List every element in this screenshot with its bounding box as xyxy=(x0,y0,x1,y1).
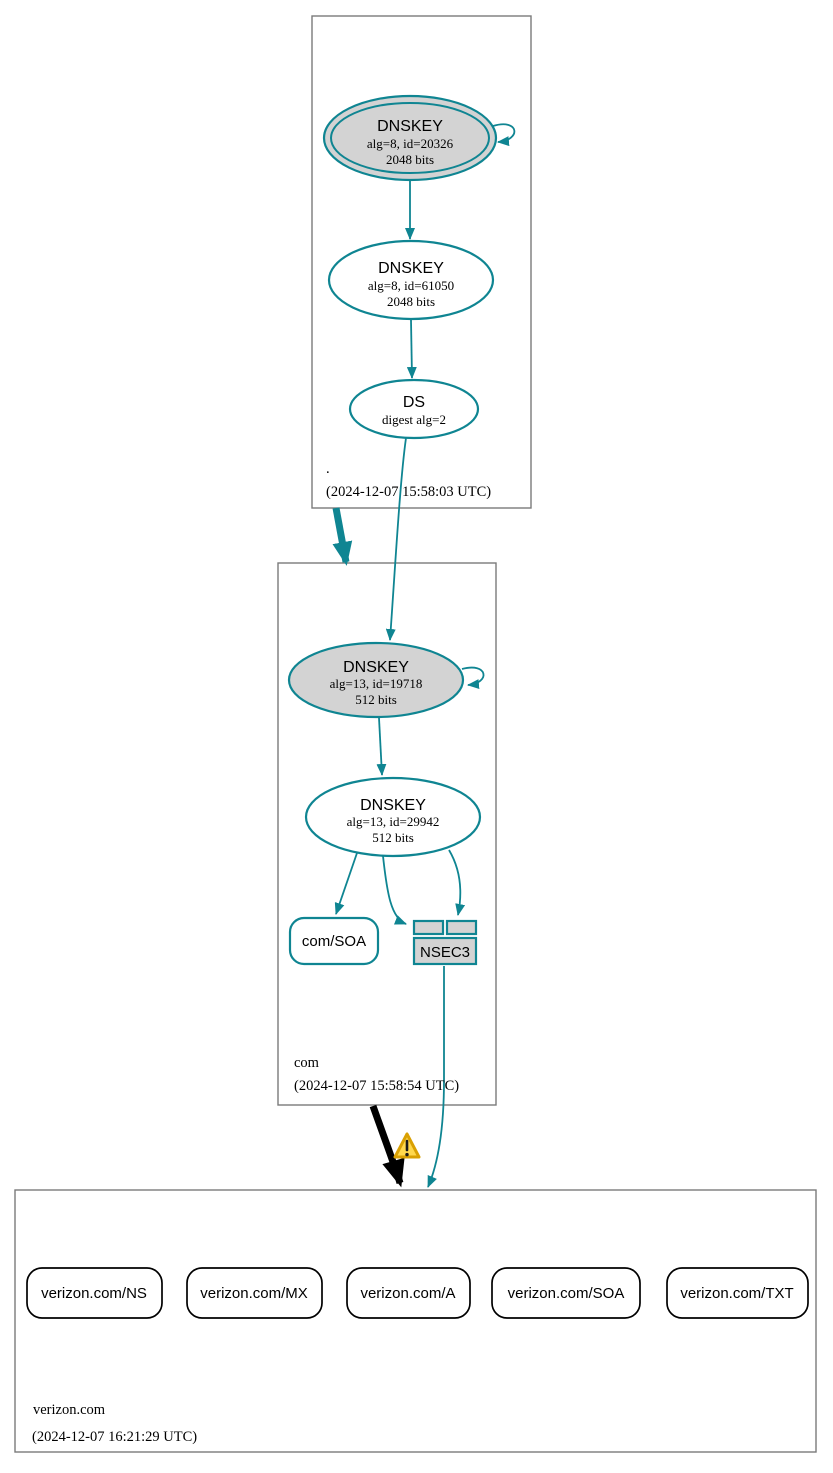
com-zone-label: com xyxy=(294,1055,320,1071)
node-root-dnskey-zsk[interactable]: DNSKEY alg=8, id=61050 2048 bits xyxy=(327,239,495,321)
node-root-dnskey-ksk[interactable]: DNSKEY alg=8, id=20326 2048 bits xyxy=(322,94,498,182)
node-com-nsec3[interactable]: NSEC3 xyxy=(412,919,478,966)
node-verizon-soa[interactable]: verizon.com/SOA xyxy=(491,1267,641,1319)
root-ksk-detail: alg=8, id=20326 xyxy=(367,136,454,151)
com-zsk-type: DNSKEY xyxy=(360,797,426,814)
edge-com-zsk-to-soa xyxy=(334,852,358,915)
node-verizon-ns[interactable]: verizon.com/NS xyxy=(26,1267,163,1319)
com-ksk-detail: alg=13, id=19718 xyxy=(330,676,423,691)
verizon-a-shape xyxy=(346,1267,471,1319)
nsec3-cell-bottom xyxy=(412,936,478,966)
edge-com-zsk-to-nsec3-right xyxy=(448,849,466,916)
com-ksk-type: DNSKEY xyxy=(343,659,409,676)
node-com-soa[interactable]: com/SOA xyxy=(288,916,380,966)
node-root-ds[interactable]: DS digest alg=2 xyxy=(348,378,480,440)
root-zone-timestamp: (2024-12-07 15:58:03 UTC) xyxy=(326,484,491,500)
com-zone-box xyxy=(277,562,497,1106)
edge-com-zsk-to-nsec3-left xyxy=(382,855,407,925)
node-verizon-a[interactable]: verizon.com/A xyxy=(346,1267,471,1319)
nsec3-cell-top-right xyxy=(445,919,478,936)
root-zsk-size: 2048 bits xyxy=(387,294,435,309)
edge-root-zsk-to-ds xyxy=(406,319,417,379)
com-ksk-shape xyxy=(287,641,465,719)
root-zone-box xyxy=(311,15,532,509)
root-zsk-shape xyxy=(327,239,495,321)
warning-icon[interactable] xyxy=(393,1132,421,1159)
verizon-soa-shape xyxy=(491,1267,641,1319)
com-soa-label: com/SOA xyxy=(302,933,366,950)
warning-exclamation-dot xyxy=(405,1152,409,1157)
verizon-zone-box xyxy=(14,1189,817,1453)
root-ds-detail: digest alg=2 xyxy=(382,412,446,427)
verizon-mx-label: verizon.com/MX xyxy=(200,1285,308,1302)
root-ksk-size: 2048 bits xyxy=(386,152,434,167)
com-ksk-size: 512 bits xyxy=(355,692,397,707)
node-com-dnskey-ksk[interactable]: DNSKEY alg=13, id=19718 512 bits xyxy=(287,641,465,719)
verizon-zone-timestamp: (2024-12-07 16:21:29 UTC) xyxy=(32,1429,197,1445)
root-zsk-type: DNSKEY xyxy=(378,260,444,277)
verizon-a-label: verizon.com/A xyxy=(360,1285,455,1302)
edge-root-to-com-delegation xyxy=(332,507,353,566)
verizon-ns-label: verizon.com/NS xyxy=(41,1285,147,1302)
edge-nsec3-to-verizon xyxy=(427,966,445,1188)
verizon-soa-label: verizon.com/SOA xyxy=(508,1285,625,1302)
root-ksk-shape xyxy=(322,94,498,182)
node-verizon-mx[interactable]: verizon.com/MX xyxy=(186,1267,323,1319)
verizon-ns-shape xyxy=(26,1267,163,1319)
com-zsk-shape xyxy=(304,776,482,858)
com-zsk-detail: alg=13, id=29942 xyxy=(347,814,440,829)
verizon-mx-shape xyxy=(186,1267,323,1319)
edge-com-to-verizon-delegation xyxy=(369,1104,405,1188)
com-zone-timestamp: (2024-12-07 15:58:54 UTC) xyxy=(294,1078,459,1094)
edge-com-ksk-to-zsk xyxy=(376,717,387,776)
node-verizon-txt[interactable]: verizon.com/TXT xyxy=(666,1267,809,1319)
root-zsk-detail: alg=8, id=61050 xyxy=(368,278,454,293)
node-com-dnskey-zsk[interactable]: DNSKEY alg=13, id=29942 512 bits xyxy=(304,776,482,858)
edge-com-ksk-self-sign xyxy=(461,666,485,690)
edge-root-ksk-self-sign xyxy=(492,123,516,147)
root-ksk-inner-ring xyxy=(330,102,490,174)
root-ds-type: DS xyxy=(403,394,425,411)
root-zone-label: . xyxy=(326,461,330,477)
root-ds-shape xyxy=(348,378,480,440)
verizon-zone-label: verizon.com xyxy=(33,1402,106,1418)
verizon-txt-shape xyxy=(666,1267,809,1319)
root-ksk-type: DNSKEY xyxy=(377,118,443,135)
nsec3-label: NSEC3 xyxy=(420,944,470,961)
edge-ds-to-com-ksk xyxy=(385,437,407,641)
com-zsk-size: 512 bits xyxy=(372,830,414,845)
com-soa-shape xyxy=(288,916,380,966)
verizon-txt-label: verizon.com/TXT xyxy=(680,1285,793,1302)
nsec3-cell-top-left xyxy=(412,919,445,936)
